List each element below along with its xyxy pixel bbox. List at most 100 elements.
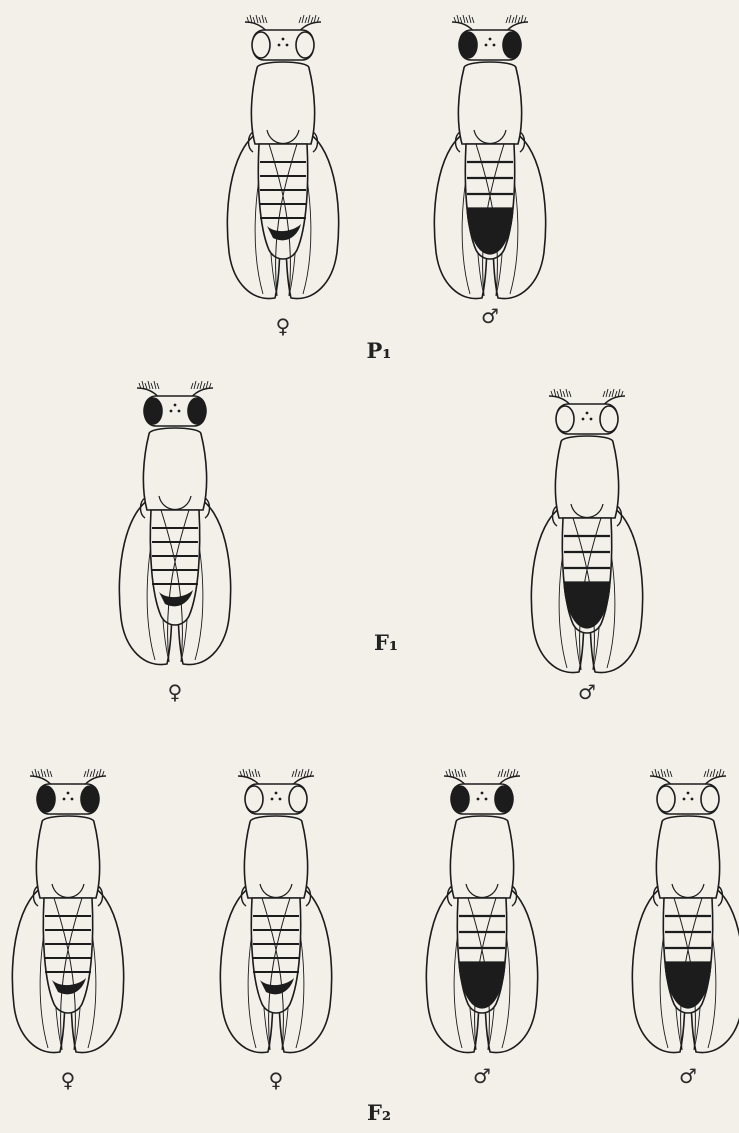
antenna-bristle — [191, 383, 193, 389]
ocellus — [282, 38, 285, 41]
left-eye — [252, 32, 270, 58]
antenna-bristle — [460, 17, 462, 23]
antenna-bristle — [707, 769, 709, 777]
ocellus — [170, 410, 173, 413]
ocellus — [278, 44, 281, 47]
antenna-bristle — [197, 383, 199, 389]
antenna-bristle — [658, 771, 660, 777]
thorax — [251, 62, 314, 144]
ocellus — [63, 798, 66, 801]
left-eye — [556, 406, 574, 432]
antenna-bristle — [148, 381, 150, 389]
left-eye — [459, 32, 477, 58]
sex-symbol-male: ♂ — [470, 306, 510, 326]
thorax — [244, 816, 307, 898]
antenna-bristle — [145, 383, 147, 389]
antenna-bristle — [47, 769, 49, 777]
antenna-bristle — [615, 391, 617, 397]
antenna-bristle — [301, 769, 303, 777]
thorax — [555, 436, 618, 518]
antenna-bristle — [469, 15, 471, 23]
sex-symbol-female: ♀ — [155, 682, 195, 702]
generation-label-p1: P₁ — [349, 340, 409, 361]
antenna-bristle — [256, 15, 258, 23]
antenna-bristle — [295, 769, 297, 777]
antenna-bristle — [464, 771, 466, 777]
left-eye — [37, 786, 55, 812]
ocellus — [489, 38, 492, 41]
antenna-bristle — [249, 769, 251, 777]
antenna-bristle — [504, 771, 506, 777]
antenna-bristle — [612, 389, 614, 397]
ocellus — [683, 798, 686, 801]
ocellus — [586, 412, 589, 415]
antenna-bristle — [670, 771, 672, 777]
antenna-bristle — [44, 771, 46, 777]
fly-f1-female — [115, 378, 235, 678]
antenna-bristle — [311, 17, 313, 23]
antenna-bristle — [509, 15, 511, 23]
antenna-bristle — [157, 383, 159, 389]
ocellus — [178, 410, 181, 413]
antenna-bristle — [87, 769, 89, 777]
antenna-bristle — [466, 17, 468, 23]
right-eye — [701, 786, 719, 812]
fly-f1-male — [527, 386, 647, 686]
right-eye — [503, 32, 521, 58]
antenna-bristle — [253, 17, 255, 23]
antenna-bristle — [498, 771, 500, 777]
thorax — [656, 816, 719, 898]
antenna-bristle — [458, 771, 460, 777]
left-eye — [245, 786, 263, 812]
thorax — [36, 816, 99, 898]
antenna-bristle — [557, 391, 559, 397]
antenna-bristle — [302, 15, 304, 23]
antenna-bristle — [603, 391, 605, 397]
antenna-bristle — [203, 383, 205, 389]
ocellus — [271, 798, 274, 801]
fly-f2-male-white-eyes — [628, 766, 739, 1066]
fly-p1-male — [430, 12, 550, 312]
antenna-bristle — [461, 769, 463, 777]
antenna-bristle — [606, 389, 608, 397]
ocellus — [493, 44, 496, 47]
antenna-bristle — [506, 17, 508, 23]
antenna-bristle — [563, 391, 565, 397]
thorax — [450, 816, 513, 898]
right-eye — [289, 786, 307, 812]
antenna-bristle — [90, 771, 92, 777]
antenna-bristle — [41, 769, 43, 777]
sex-symbol-female: ♀ — [256, 1070, 296, 1090]
antenna-bristle — [560, 389, 562, 397]
antenna-bristle — [292, 771, 294, 777]
generation-label-f2: F₂ — [349, 1102, 409, 1123]
right-eye — [296, 32, 314, 58]
antenna-bristle — [50, 771, 52, 777]
antenna-bristle — [452, 771, 454, 777]
antenna-bristle — [664, 771, 666, 777]
antenna-bristle — [298, 771, 300, 777]
ocellus — [582, 418, 585, 421]
ocellus — [275, 792, 278, 795]
antenna-bristle — [661, 769, 663, 777]
right-eye — [81, 786, 99, 812]
antenna-bristle — [609, 391, 611, 397]
antenna-bristle — [305, 17, 307, 23]
antenna-bristle — [716, 771, 718, 777]
sex-symbol-male: ♂ — [567, 682, 607, 702]
antenna-bristle — [455, 769, 457, 777]
ocellus — [691, 798, 694, 801]
antenna-bristle — [299, 17, 301, 23]
right-eye — [600, 406, 618, 432]
antenna-bristle — [507, 769, 509, 777]
right-eye — [188, 398, 206, 424]
antenna-bristle — [265, 17, 267, 23]
antenna-bristle — [501, 769, 503, 777]
ocellus — [687, 792, 690, 795]
antenna-bristle — [194, 381, 196, 389]
antenna-bristle — [200, 381, 202, 389]
antenna-bristle — [154, 381, 156, 389]
antenna-bristle — [518, 17, 520, 23]
antenna-bristle — [569, 391, 571, 397]
